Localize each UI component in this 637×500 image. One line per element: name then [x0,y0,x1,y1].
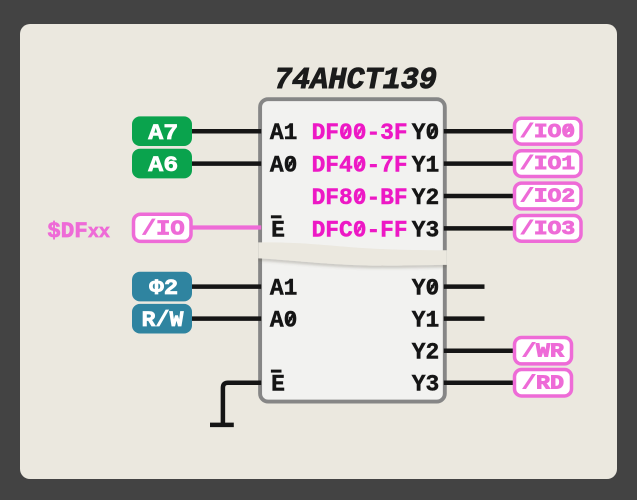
svg-text:A1: A1 [270,120,298,146]
svg-text:A0: A0 [270,308,298,334]
svg-text:Y2: Y2 [412,185,440,211]
svg-text:/IO: /IO [142,219,185,242]
svg-text:Y1: Y1 [412,308,440,334]
svg-text:$DFxx: $DFxx [47,218,110,244]
svg-text:E: E [271,217,285,243]
svg-text:/IO3: /IO3 [520,218,575,240]
svg-text:Y1: Y1 [412,153,440,179]
svg-text:A0: A0 [270,153,298,179]
svg-text:E: E [271,372,285,398]
svg-text:Y0: Y0 [412,276,440,302]
svg-text:74AHCT139: 74AHCT139 [274,64,437,98]
svg-text:Y3: Y3 [412,372,440,398]
svg-text:R/W: R/W [142,307,185,333]
svg-text:/IO2: /IO2 [520,186,575,208]
svg-text:/IO0: /IO0 [520,121,575,143]
svg-text:/RD: /RD [522,372,564,394]
svg-text:/IO1: /IO1 [520,153,575,175]
svg-text:Φ2: Φ2 [149,275,178,301]
svg-text:Y3: Y3 [412,217,440,243]
svg-text:/WR: /WR [522,340,565,362]
svg-text:A6: A6 [148,152,178,178]
svg-text:A1: A1 [270,276,298,302]
svg-text:A7: A7 [148,120,178,146]
svg-text:Y0: Y0 [412,120,440,146]
svg-text:Y2: Y2 [412,340,440,366]
